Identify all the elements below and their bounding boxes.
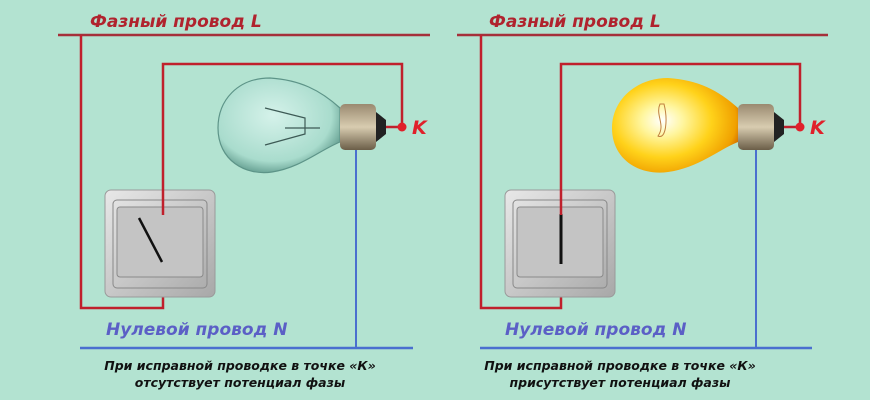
point-k-marker bbox=[795, 122, 805, 132]
neutral-wire-label: Нулевой провод N bbox=[106, 320, 287, 340]
panel-on: Фазный провод L K Нулевой провод N При и… bbox=[457, 12, 828, 390]
neutral-wire-label: Нулевой провод N bbox=[505, 320, 686, 340]
caption-line-2: отсутствует потенциал фазы bbox=[135, 375, 345, 390]
phase-wire-label: Фазный провод L bbox=[489, 12, 661, 32]
light-switch bbox=[104, 189, 216, 298]
switched-wire bbox=[161, 62, 404, 215]
point-k-label: K bbox=[810, 117, 826, 139]
switch-contact-open bbox=[137, 217, 164, 263]
switched-wire bbox=[559, 62, 802, 215]
panel-off: Фазный провод L K Нулевой провод N При и… bbox=[58, 12, 430, 390]
phase-wire-label: Фазный провод L bbox=[90, 12, 262, 32]
bulb-off bbox=[217, 77, 386, 174]
light-switch bbox=[504, 189, 616, 298]
point-k-marker bbox=[397, 122, 407, 132]
caption-line-2: присутствует потенциал фазы bbox=[510, 375, 731, 390]
caption-line-1: При исправной проводке в точке «К» bbox=[484, 358, 755, 373]
bulb-on bbox=[612, 78, 784, 173]
point-k-label: K bbox=[412, 117, 428, 139]
caption-line-1: При исправной проводке в точке «К» bbox=[104, 358, 375, 373]
